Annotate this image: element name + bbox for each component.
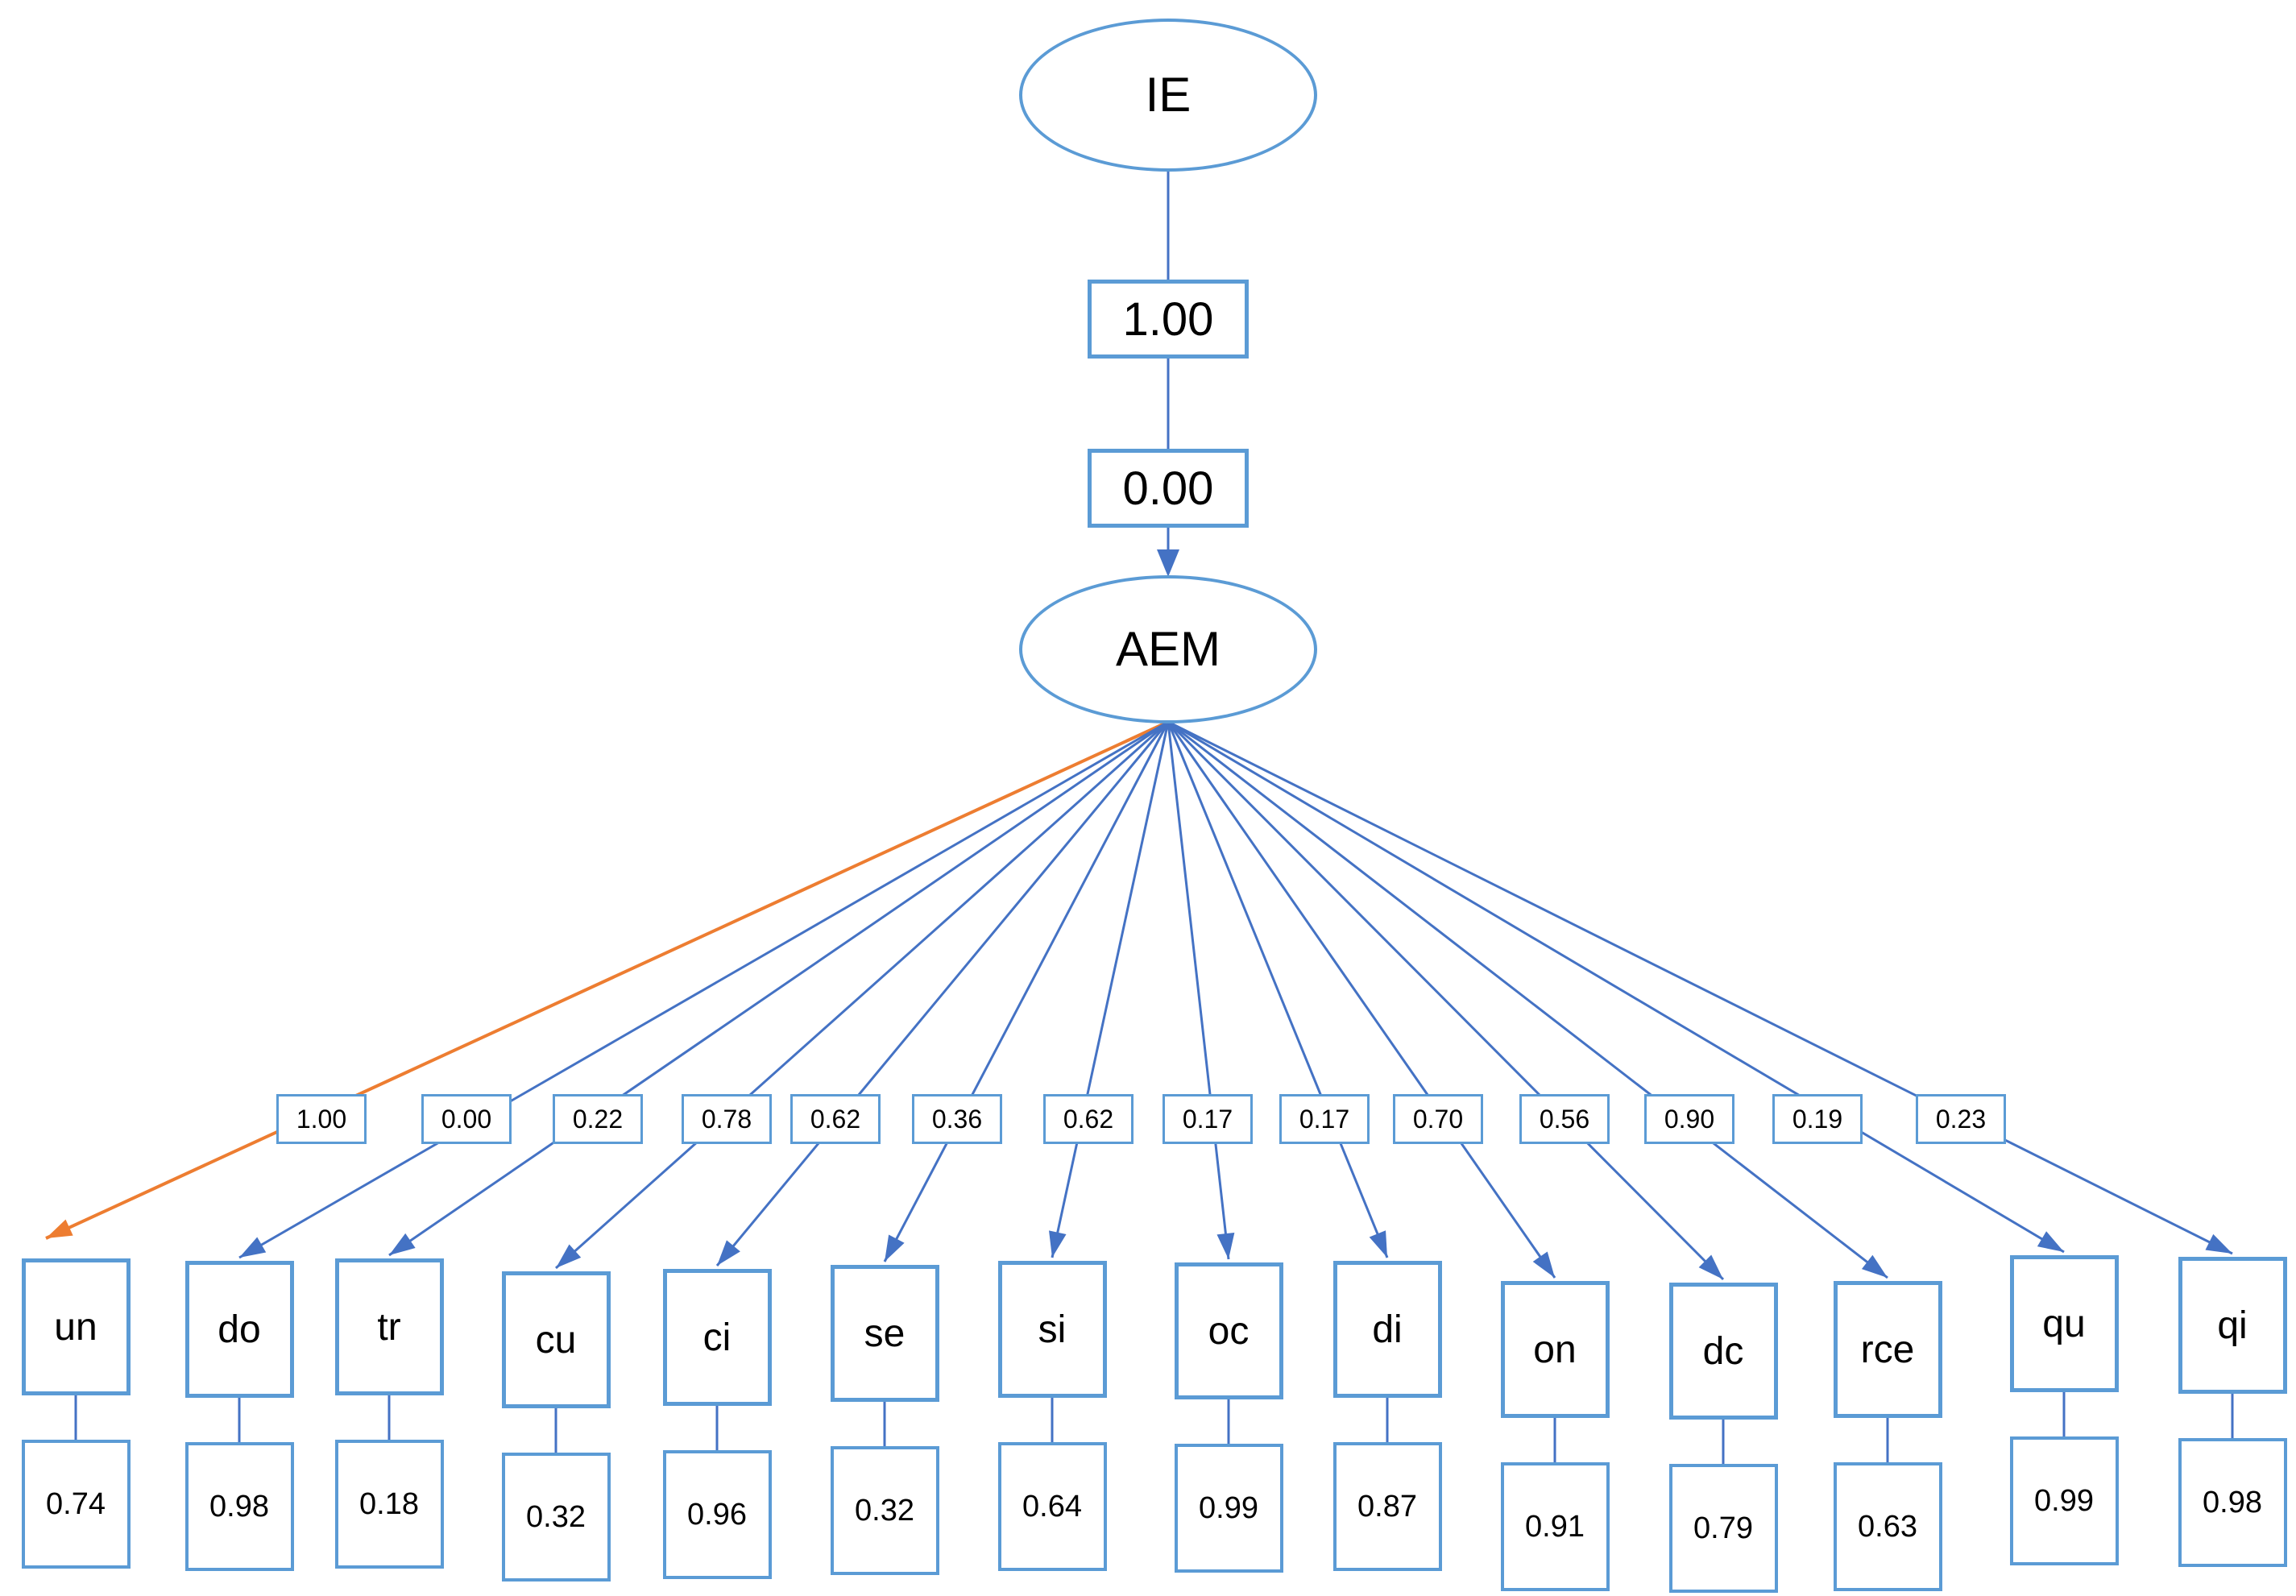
latent-ellipse-ie: IE bbox=[1019, 19, 1317, 172]
arrowhead-indicator bbox=[1216, 1232, 1235, 1259]
loading-path-orange bbox=[45, 720, 1169, 1240]
loading-value-box: 0.23 bbox=[1916, 1094, 2006, 1144]
error-value-box: 0.18 bbox=[334, 1440, 444, 1569]
error-value-box: 0.91 bbox=[1500, 1462, 1610, 1591]
loading-path bbox=[715, 721, 1170, 1266]
arrowhead-indicator bbox=[717, 1240, 740, 1266]
latent-label-ie: IE bbox=[1145, 68, 1192, 122]
error-value-box: 0.98 bbox=[184, 1442, 294, 1571]
error-value-box: 0.64 bbox=[997, 1442, 1107, 1571]
arrowhead-indicator bbox=[2037, 1231, 2064, 1252]
indicator-box-1: do bbox=[184, 1261, 294, 1398]
loading-path bbox=[1167, 720, 2233, 1255]
indicator-box-12: qu bbox=[2009, 1255, 2119, 1392]
loading-path bbox=[388, 720, 1169, 1257]
arrowhead-indicator bbox=[1698, 1254, 1723, 1279]
arrowhead-indicator bbox=[2205, 1233, 2232, 1254]
indicator-box-0: un bbox=[21, 1258, 131, 1395]
indicator-box-6: si bbox=[997, 1261, 1107, 1398]
loading-value-box: 0.19 bbox=[1772, 1094, 1863, 1144]
loading-value-box: 0.70 bbox=[1393, 1094, 1483, 1144]
loading-value-box: 0.56 bbox=[1519, 1094, 1610, 1144]
error-value-box: 0.79 bbox=[1668, 1464, 1778, 1593]
arrowhead-indicator bbox=[1369, 1230, 1387, 1258]
loading-path bbox=[1167, 721, 1389, 1258]
arrowhead-indicator bbox=[885, 1234, 905, 1262]
error-value-box: 0.96 bbox=[662, 1450, 772, 1579]
loading-path bbox=[1167, 721, 1556, 1279]
loading-path bbox=[1167, 720, 1888, 1279]
loading-path bbox=[238, 720, 1169, 1259]
arrowhead-indicator bbox=[1049, 1230, 1067, 1258]
indicator-box-11: rce bbox=[1833, 1281, 1942, 1418]
latent-ellipse-aem: AEM bbox=[1019, 575, 1317, 723]
indicator-box-3: cu bbox=[501, 1271, 611, 1408]
error-value-box: 0.32 bbox=[501, 1453, 611, 1581]
indicator-box-2: tr bbox=[334, 1258, 444, 1395]
loading-value-box: 0.17 bbox=[1163, 1094, 1253, 1144]
loading-path bbox=[1167, 720, 2065, 1254]
error-value-box: 0.99 bbox=[1174, 1444, 1283, 1573]
arrowhead-indicator bbox=[389, 1233, 416, 1255]
indicator-box-4: ci bbox=[662, 1269, 772, 1406]
loading-value-box: 0.00 bbox=[421, 1094, 512, 1144]
indicator-box-10: dc bbox=[1668, 1283, 1778, 1420]
arrowhead-indicator bbox=[1861, 1254, 1888, 1278]
arrowhead-indicator bbox=[239, 1237, 267, 1258]
loading-value-box: 0.62 bbox=[1043, 1094, 1133, 1144]
error-value-box: 0.74 bbox=[21, 1440, 131, 1569]
loading-value-box: 0.36 bbox=[912, 1094, 1002, 1144]
loading-value-box: 0.90 bbox=[1644, 1094, 1734, 1144]
error-value-box: 0.87 bbox=[1332, 1442, 1442, 1571]
indicator-box-9: on bbox=[1500, 1281, 1610, 1418]
loading-value-box: 1.00 bbox=[276, 1094, 367, 1144]
indicator-box-13: qi bbox=[2178, 1257, 2287, 1394]
error-value-box: 0.63 bbox=[1833, 1462, 1942, 1591]
loading-value-box: 0.17 bbox=[1279, 1094, 1370, 1144]
loading-value-box: 0.62 bbox=[790, 1094, 881, 1144]
path-value-box-2: 0.00 bbox=[1088, 449, 1249, 528]
loading-path bbox=[1051, 721, 1170, 1258]
loading-path bbox=[555, 720, 1169, 1270]
error-value-box: 0.32 bbox=[830, 1446, 939, 1575]
loading-path bbox=[1167, 721, 1230, 1260]
arrowhead-indicator bbox=[556, 1244, 582, 1268]
indicator-box-5: se bbox=[830, 1265, 939, 1402]
error-value-box: 0.99 bbox=[2009, 1436, 2119, 1565]
loading-path bbox=[1167, 720, 1725, 1281]
arrowhead-orange bbox=[46, 1219, 73, 1238]
loading-value-box: 0.78 bbox=[682, 1094, 772, 1144]
loading-path bbox=[883, 721, 1170, 1262]
path-value-box-1: 1.00 bbox=[1088, 280, 1249, 359]
arrowhead-aem bbox=[1157, 549, 1179, 577]
indicator-box-7: oc bbox=[1174, 1262, 1283, 1399]
error-value-box: 0.98 bbox=[2178, 1438, 2287, 1567]
latent-label-aem: AEM bbox=[1115, 622, 1221, 676]
indicator-box-8: di bbox=[1332, 1261, 1442, 1398]
loading-value-box: 0.22 bbox=[553, 1094, 643, 1144]
arrowhead-indicator bbox=[1532, 1251, 1555, 1278]
